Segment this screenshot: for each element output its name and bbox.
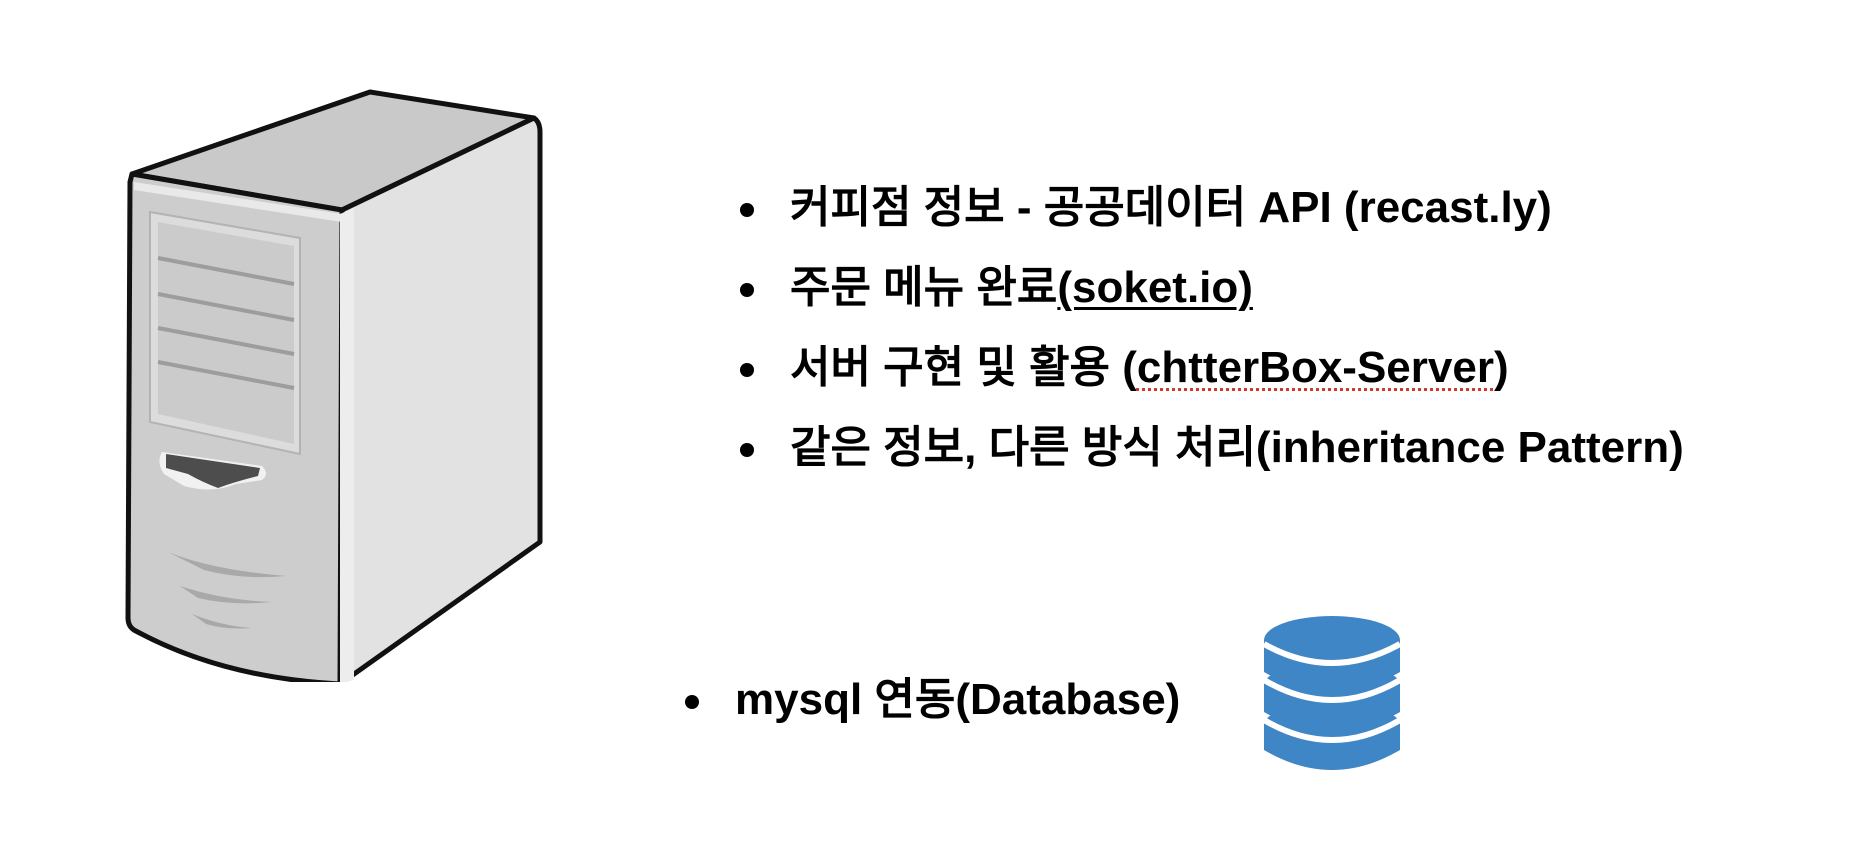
- list-item-label: 같은 정보, 다른 방식 처리(inheritance Pattern): [790, 423, 1684, 472]
- list-item-label: 서버 구현 및 활용 (: [790, 343, 1137, 392]
- list-item-label: 주문 메뉴 완료: [790, 263, 1058, 312]
- spellcheck-flagged-word: chtterBox-Server: [1136, 343, 1494, 392]
- list-item-order-menu: 주문 메뉴 완료(soket.io): [740, 258, 1684, 338]
- feature-list: 커피점 정보 - 공공데이터 API (recast.ly) 주문 메뉴 완료(…: [740, 178, 1684, 498]
- list-item-coffee-info: 커피점 정보 - 공공데이터 API (recast.ly): [740, 178, 1684, 258]
- database-icon: [1262, 616, 1402, 770]
- server-tower-icon: [125, 89, 543, 682]
- socket-io-link[interactable]: (soket.io): [1057, 263, 1253, 312]
- list-item-server: 서버 구현 및 활용 (chtterBox-Server): [740, 338, 1684, 418]
- bullet-icon: [685, 695, 699, 709]
- database-label: mysql 연동(Database): [735, 675, 1181, 724]
- list-item-database: mysql 연동(Database): [685, 670, 1180, 730]
- bullet-icon: [740, 283, 754, 297]
- bullet-icon: [740, 363, 754, 377]
- bullet-icon: [740, 443, 754, 457]
- list-item-inheritance: 같은 정보, 다른 방식 처리(inheritance Pattern): [740, 418, 1684, 498]
- list-item-suffix: ): [1493, 343, 1509, 392]
- bullet-icon: [740, 203, 754, 217]
- list-item-label: 커피점 정보 - 공공데이터 API (recast.ly): [790, 183, 1552, 232]
